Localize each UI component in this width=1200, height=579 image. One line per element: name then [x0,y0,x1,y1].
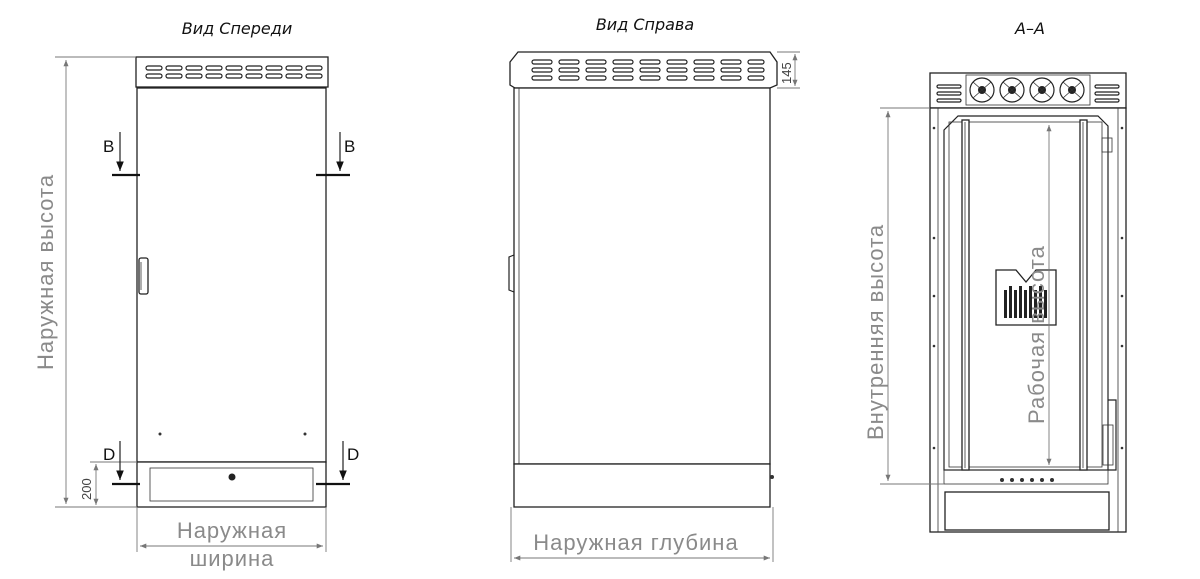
section-marker-d-left: D [103,441,140,486]
inner-height-label: Внутренняя высота [863,224,888,440]
section-marker-d-right: D [316,441,359,486]
front-plinth-lock [228,473,236,481]
front-plinth-panel [149,467,314,502]
side-door-hinge [508,254,515,293]
section-marker-b-left: В [103,132,140,177]
outer-width-label-line1: Наружная [177,518,287,543]
section-roof [929,72,1127,109]
working-height-label: Рабочая высота [1024,245,1049,424]
svg-text:D: D [347,445,359,464]
outer-width-label-line2: ширина [190,546,275,571]
mounting-rail-right [1079,119,1088,471]
front-door-handle [138,257,149,295]
front-plinth [136,461,327,508]
side-view-title: Вид Справа [596,15,694,34]
side-roof [509,51,778,89]
svg-text:В: В [344,137,355,156]
front-door [136,87,327,463]
fan-unit-icon [965,74,1091,106]
side-roof-vents [531,59,765,81]
mounting-rail-left [961,119,970,471]
plinth-height-label: 200 [79,478,94,500]
cooling-module [995,269,1057,326]
front-view-title: Вид Спереди [182,19,292,38]
side-plinth [513,463,771,508]
outer-depth-label: Наружная глубина [533,530,738,555]
side-body [513,87,771,465]
section-marker-b-right: В [316,132,355,177]
svg-text:В: В [103,137,114,156]
section-view: А–А [863,19,1127,533]
front-roof-vents [145,65,323,79]
section-roof-vents [936,84,1120,103]
svg-text:D: D [103,445,115,464]
front-roof [135,56,329,88]
side-view: Вид Справа 1 [508,15,800,562]
front-view: Вид Спереди Наружная высота [33,19,359,571]
outer-height-label: Наружная высота [33,174,58,370]
section-plinth-panel [944,491,1110,531]
section-view-title: А–А [1014,19,1045,38]
roof-height-label: 145 [779,62,794,84]
